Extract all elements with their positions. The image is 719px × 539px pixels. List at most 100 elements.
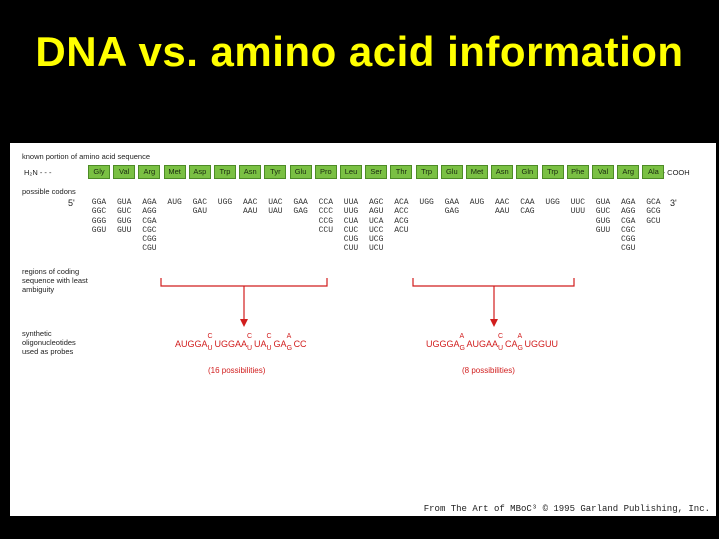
possible-codons-label: possible codons [22, 187, 76, 196]
n-terminus-label: H₂N - - - [24, 168, 52, 177]
codon: CCC [318, 207, 333, 217]
amino-acid-11: Leu [340, 165, 362, 179]
amino-acid-8: Tyr [264, 165, 287, 179]
codon-column-16: AUG [462, 198, 492, 207]
amino-acid-15: Glu [440, 165, 463, 179]
codon: UUC [570, 198, 585, 207]
known-portion-label: known portion of amino acid sequence [22, 152, 150, 161]
codon: UCG [368, 235, 384, 245]
codon: GGU [91, 225, 107, 235]
codon: CGU [620, 244, 636, 254]
codon: GUG [116, 216, 132, 226]
codon: AAU [494, 207, 510, 217]
codon: ACG [394, 216, 409, 226]
codon: CUC [343, 225, 359, 235]
c-terminus-label: - - COOH [658, 168, 690, 177]
amino-acid-7: Asn [239, 165, 262, 179]
codon: AUG [469, 198, 485, 207]
codon: UUA [343, 198, 359, 207]
codon: ACU [394, 225, 409, 235]
codon: UCC [368, 225, 384, 235]
codon: UAC [268, 198, 283, 207]
amino-acid-1: Gly [88, 165, 110, 179]
codon: CGC [142, 225, 157, 235]
codon: CAA [520, 198, 535, 207]
codon: CCG [318, 216, 333, 226]
codon: CCA [318, 198, 333, 207]
codon: AUG [167, 198, 182, 207]
codon: UCU [368, 244, 384, 254]
amino-acid-13: Thr [390, 165, 413, 179]
codon: GUA [595, 198, 611, 207]
codon: UGG [419, 198, 434, 207]
codon: GUC [116, 207, 132, 217]
codon: CGG [142, 235, 157, 245]
amino-acid-19: Trp [541, 165, 564, 179]
amino-acid-3: Arg [138, 165, 161, 179]
codon: GUU [116, 225, 132, 235]
codon: AAU [242, 207, 258, 217]
codon: GCG [646, 207, 661, 217]
codon: CGU [142, 244, 157, 254]
regions-label: regions of coding sequence with least am… [22, 267, 88, 294]
codon: UUG [343, 207, 359, 217]
codon: GUU [595, 225, 611, 235]
amino-acid-21: Val [592, 165, 614, 179]
amino-acid-10: Pro [314, 165, 337, 179]
codon: CUU [343, 244, 359, 254]
amino-acid-18: Gln [516, 165, 539, 179]
codon: GGA [91, 198, 107, 207]
codon: GAG [293, 207, 308, 217]
codon: UUU [570, 207, 585, 217]
codon: CUA [343, 216, 359, 226]
codon: GGG [91, 216, 107, 226]
codon: GAA [444, 198, 459, 207]
codon: UGG [217, 198, 233, 207]
codon: ACC [394, 207, 409, 217]
codon-column-14: UGG [412, 198, 442, 207]
amino-acid-20: Phe [566, 165, 589, 179]
codon: GCA [646, 198, 661, 207]
codon: GAC [192, 198, 207, 207]
amino-acid-16: Met [466, 165, 488, 179]
amino-acid-4: Met [163, 165, 186, 179]
amino-acid-23: Ala [642, 165, 665, 179]
three-prime-label: 3' [670, 198, 677, 208]
codon: CCU [318, 225, 333, 235]
codon: CGC [620, 225, 636, 235]
codon: ACA [394, 198, 409, 207]
codon: AGG [620, 207, 636, 217]
codon: AGA [142, 198, 157, 207]
codon: GAG [444, 207, 459, 217]
region-brackets [160, 278, 575, 327]
codon: GAU [192, 207, 207, 217]
amino-acid-14: Trp [415, 165, 438, 179]
amino-acid-5: Asp [188, 165, 211, 179]
codon: UCA [368, 216, 384, 226]
source-credit: From The Art of MBoC³ © 1995 Garland Pub… [423, 504, 710, 514]
codon: GUC [595, 207, 611, 217]
five-prime-label: 5' [68, 198, 75, 208]
bracket-right [412, 278, 575, 327]
